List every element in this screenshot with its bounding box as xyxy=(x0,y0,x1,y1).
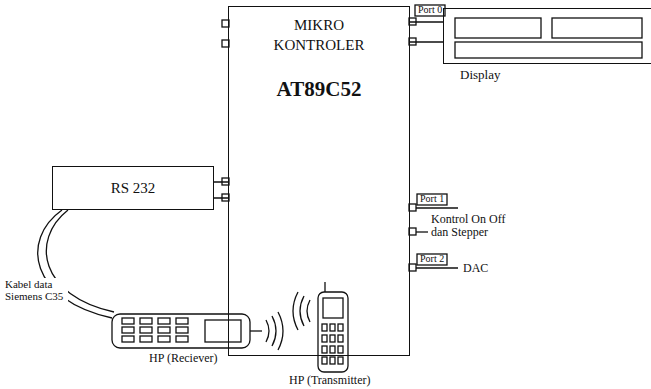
phone-key xyxy=(140,327,152,333)
phone-key xyxy=(338,335,343,342)
phone-keypad xyxy=(122,318,188,342)
block-label: Display xyxy=(458,67,502,83)
port-tag xyxy=(417,254,447,265)
phone-key xyxy=(140,318,152,324)
pin xyxy=(409,204,416,211)
phone-key xyxy=(330,346,335,353)
phone-key xyxy=(122,318,134,324)
phone-key xyxy=(330,357,335,364)
phone-antenna xyxy=(324,282,325,292)
port-label: Port 0 xyxy=(417,4,443,15)
phone-key xyxy=(176,327,188,333)
signal-label: Kontrol On Off dan Stepper xyxy=(430,213,524,239)
signal-wave xyxy=(278,312,283,350)
phone-key xyxy=(322,346,327,353)
phone-keypad xyxy=(322,324,343,364)
phone-key xyxy=(322,357,327,364)
phone-key xyxy=(338,324,343,331)
phone-key xyxy=(322,335,327,342)
phone-key xyxy=(140,336,152,342)
receiver-phone xyxy=(112,314,250,348)
display-segment xyxy=(455,18,541,38)
signal-wave xyxy=(300,296,304,326)
signal-wave xyxy=(272,316,276,346)
chip-name: AT89C52 xyxy=(229,77,409,102)
signal-wave xyxy=(307,300,310,322)
phone-screen xyxy=(323,298,343,318)
display-segment xyxy=(552,18,642,38)
port-tag xyxy=(415,5,445,16)
signal-wave xyxy=(266,320,269,342)
phone-key xyxy=(122,327,134,333)
port-label: Port 1 xyxy=(419,193,445,204)
cable-label: Kabel data Siemens C35 xyxy=(4,278,68,302)
phone-key xyxy=(338,346,343,353)
transmitter-phone xyxy=(318,292,348,372)
phone-key xyxy=(322,324,327,331)
bus-connector xyxy=(214,182,228,198)
phone-key xyxy=(330,324,335,331)
port-tag xyxy=(417,194,447,205)
display-box: Display xyxy=(443,8,651,64)
block-title: MIKRO KONTROLER xyxy=(264,15,374,55)
signal-wave xyxy=(293,292,298,330)
phone-key xyxy=(330,335,335,342)
phone-antenna xyxy=(250,330,262,331)
pin xyxy=(409,264,416,271)
phone-key xyxy=(158,318,170,324)
microcontroller-box: MIKRO KONTROLER AT89C52 xyxy=(228,6,410,356)
phone-key xyxy=(176,336,188,342)
phone-key xyxy=(158,336,170,342)
port-label: Port 2 xyxy=(419,253,445,264)
bus-connector xyxy=(410,22,443,42)
phone-screen xyxy=(205,320,241,342)
display-segment xyxy=(455,42,642,58)
pin xyxy=(409,228,416,235)
device-label: HP (Transmitter) xyxy=(288,374,371,387)
device-label: HP (Reciever) xyxy=(148,352,219,365)
phone-key xyxy=(158,327,170,333)
phone-key xyxy=(338,357,343,364)
phone-key xyxy=(176,318,188,324)
signal-label: DAC xyxy=(462,262,489,275)
rs232-box: RS 232 xyxy=(52,166,214,210)
wire xyxy=(416,207,458,208)
block-label: RS 232 xyxy=(53,167,213,209)
phone-key xyxy=(122,336,134,342)
wire xyxy=(416,267,458,268)
wire xyxy=(416,231,428,232)
